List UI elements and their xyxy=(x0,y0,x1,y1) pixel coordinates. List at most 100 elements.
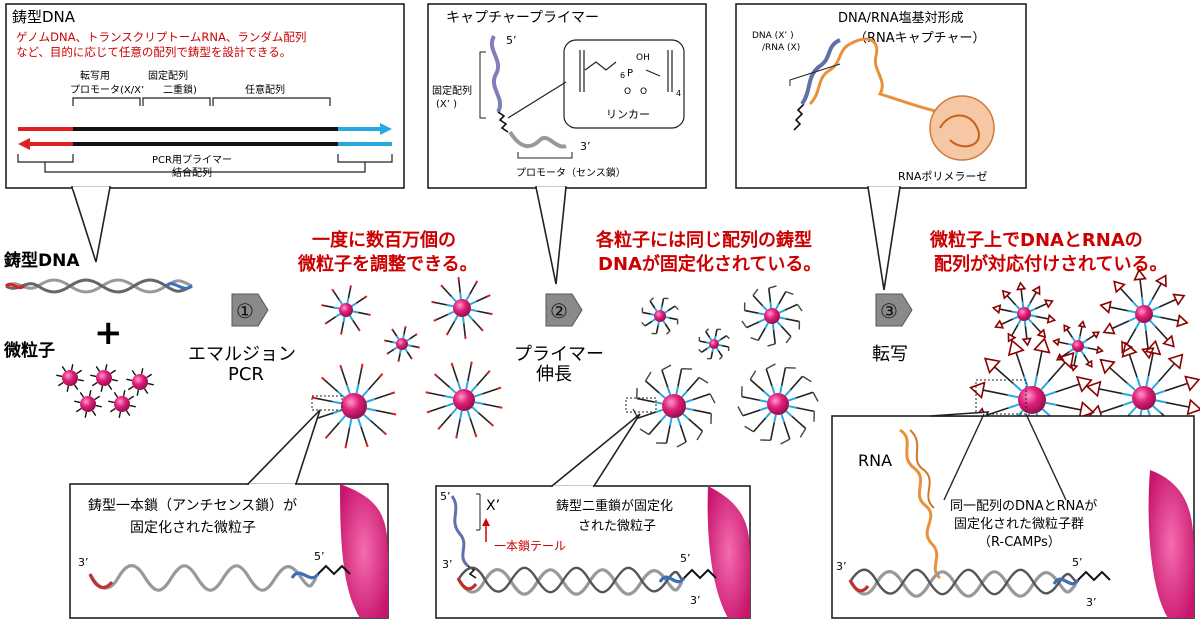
bottom1-text-1: 鋳型一本鎖（アンチセンス鎖）が xyxy=(88,497,297,514)
microparticle xyxy=(425,361,503,439)
step2-num: ② xyxy=(550,299,568,323)
microparticle xyxy=(74,390,102,418)
bottom2-text-2: された微粒子 xyxy=(578,519,656,534)
loose-particles xyxy=(56,364,154,418)
step1-label-1: エマルジョン xyxy=(188,344,296,365)
zoom-box-1 xyxy=(311,395,343,411)
bottom3-text-1: 同一配列のDNAとRNAが xyxy=(950,499,1097,514)
bottom3-text-2: 固定化された微粒子群 xyxy=(954,517,1084,532)
microparticle xyxy=(698,328,730,360)
bottom2-5prime-right: 5’ xyxy=(680,552,691,565)
microparticle xyxy=(632,364,716,448)
particle-label: 微粒子 xyxy=(3,340,55,361)
microparticle xyxy=(56,364,84,392)
label-3prime: 3’ xyxy=(580,140,591,153)
label-linker: リンカー xyxy=(606,108,650,121)
panel-capture-primer: キャプチャープライマー 5’ 3’ 固定配列 (X’ ) プロモータ（センス鎖）… xyxy=(427,3,707,285)
chem-p: P xyxy=(627,68,633,79)
bottom2-text-1: 鋳型二重鎖が固定化 xyxy=(556,498,673,514)
label-rna-polymerase: RNAポリメラーゼ xyxy=(898,170,987,183)
chem-sub4: 4 xyxy=(676,89,681,98)
template-dna-label: 鋳型DNA xyxy=(4,250,80,271)
label-dna-x: DNA (X’ ) xyxy=(752,31,794,41)
plus-sign: + xyxy=(94,313,123,353)
microparticle xyxy=(1085,339,1200,457)
panel3-title-2: （RNAキャプチャー） xyxy=(854,31,986,46)
step1-label-2: PCR xyxy=(228,364,264,385)
label-fixed-seq-2: (X’ ) xyxy=(436,99,457,110)
panel-template-dna: 鋳型DNA ゲノムDNA、トランスクリプトームRNA、ランダム配列 など、目的に… xyxy=(5,3,405,263)
step3-num: ③ xyxy=(880,299,898,323)
chem-o1: O xyxy=(624,87,631,97)
step3-label: 転写 xyxy=(872,344,908,365)
panel1-desc-line1: ゲノムDNA、トランスクリプトームRNA、ランダム配列 xyxy=(16,30,306,44)
label-promoter-1: 転写用 xyxy=(80,70,110,82)
chem-sub6: 6 xyxy=(620,71,625,80)
microparticle xyxy=(384,326,420,362)
label-arbitrary: 任意配列 xyxy=(245,83,285,96)
bottom3-3prime-left: 3’ xyxy=(836,560,847,573)
label-promoter-2: プロモータ(X/X’ xyxy=(70,84,144,96)
label-fixed-2: 二重鎖) xyxy=(163,83,197,96)
microparticle xyxy=(90,364,118,392)
bottom3-5prime-right: 5’ xyxy=(1072,556,1083,569)
zoom-box-3 xyxy=(975,379,1027,415)
red-note3-line2: 配列が対応付けされている。 xyxy=(934,253,1167,275)
microparticle xyxy=(431,277,493,339)
bottom2-5prime-top: 5’ xyxy=(440,490,451,503)
bottom1-5prime: 5’ xyxy=(314,550,325,563)
label-pcr-1: PCR用プライマー xyxy=(152,154,232,166)
panel1-desc-line2: など、目的に応じて任意の配列で鋳型を設計できる。 xyxy=(16,45,291,59)
red-note3-line1: 微粒子上でDNAとRNAの xyxy=(929,229,1143,251)
microparticle xyxy=(311,363,397,449)
label-pcr-2: 結合配列 xyxy=(172,166,212,179)
zoom-box-2 xyxy=(625,397,657,413)
microparticle xyxy=(737,363,819,445)
bottom2-3prime-right: 3’ xyxy=(690,594,701,607)
label-promoter-sense: プロモータ（センス鎖） xyxy=(516,166,626,179)
bottom3-text-3: （R-CAMPs） xyxy=(978,535,1061,550)
bottom3-3prime-right: 3’ xyxy=(1086,596,1097,609)
stage1-particles xyxy=(311,277,503,449)
step1-arrow: ① エマルジョン PCR xyxy=(188,293,296,385)
label-fixed-1: 固定配列 xyxy=(148,69,188,82)
red-note1-line1: 一度に数百万個の xyxy=(312,229,456,251)
stage2-particles xyxy=(632,285,819,448)
microparticle xyxy=(108,390,136,418)
step1-num: ① xyxy=(236,299,254,323)
bottom2-tail-label: 一本鎖テール xyxy=(494,538,566,553)
bottom1-3prime: 3’ xyxy=(78,556,89,569)
red-note2-line1: 各粒子には同じ配列の鋳型 xyxy=(595,229,812,251)
label-rna-x: /RNA (X) xyxy=(762,43,800,53)
bottom1-text-2: 固定化された微粒子 xyxy=(130,520,256,536)
step2-arrow: ② プライマー 伸長 xyxy=(514,293,604,385)
microparticle xyxy=(1052,320,1104,372)
panel-rna-capture: DNA/RNA塩基対形成 （RNAキャプチャー） DNA (X’ ) /RNA … xyxy=(735,3,1027,291)
microparticle xyxy=(641,297,679,335)
microparticle xyxy=(321,285,371,335)
bottom2-x-label: X’ xyxy=(486,498,500,514)
microparticle xyxy=(991,281,1057,347)
bottom2-3prime-left: 3’ xyxy=(442,558,453,571)
microparticle xyxy=(126,368,154,396)
step3-arrow: ③ 転写 xyxy=(872,293,913,365)
bottom-panel-single-strand: 鋳型一本鎖（アンチセンス鎖）が 固定化された微粒子 3’ 5’ xyxy=(69,409,389,619)
red-note1-line2: 微粒子を調整できる。 xyxy=(297,253,478,275)
rna-label: RNA xyxy=(858,451,892,470)
panel3-title-1: DNA/RNA塩基対形成 xyxy=(838,11,964,26)
microparticle xyxy=(1099,268,1189,360)
chem-o2: O xyxy=(640,87,647,97)
microparticle xyxy=(741,285,803,347)
red-note2-line2: DNAが固定化されている。 xyxy=(598,253,821,275)
step2-label-2: 伸長 xyxy=(536,364,572,385)
template-dna-group: 鋳型DNA + 微粒子 xyxy=(3,250,193,361)
panel2-title: キャプチャープライマー xyxy=(446,10,599,26)
label-fixed-seq-1: 固定配列 xyxy=(432,84,472,97)
panel1-title: 鋳型DNA xyxy=(12,8,76,26)
step2-label-1: プライマー xyxy=(514,344,604,365)
bottom-panel-double-strand: 鋳型二重鎖が固定化 された微粒子 5’ X’ 一本鎖テール 3’ 5’ 3’ xyxy=(435,413,751,619)
chem-oh: OH xyxy=(636,53,650,63)
bottom-panel-r-camps: RNA 同一配列のDNAとRNAが 固定化された微粒子群 （R-CAMPs） 3… xyxy=(831,411,1195,619)
label-5prime: 5’ xyxy=(506,34,517,47)
